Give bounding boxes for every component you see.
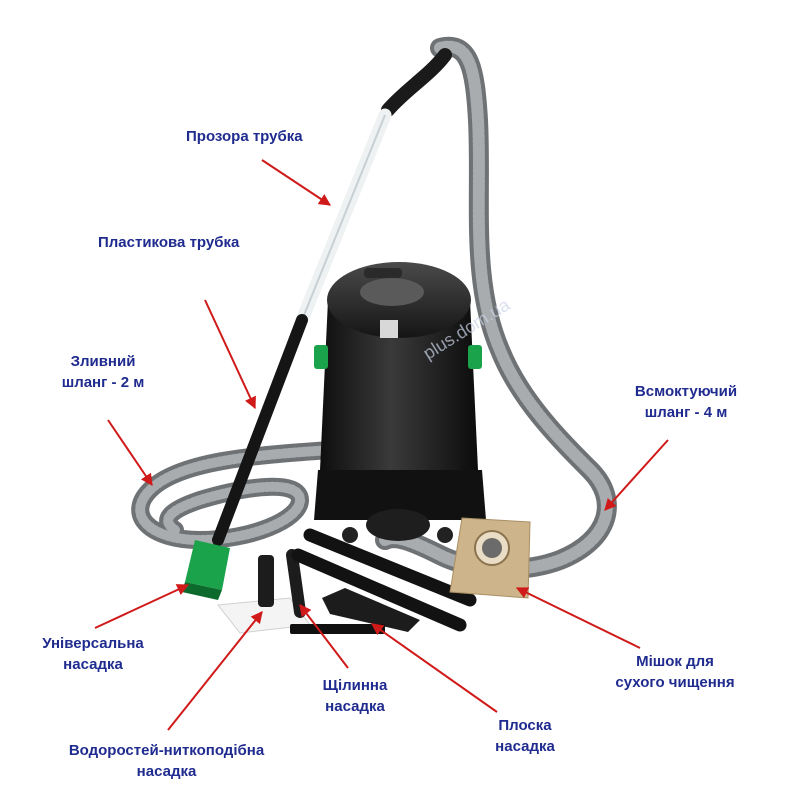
accessory-tubes bbox=[286, 528, 477, 634]
arrow-flat-nozzle bbox=[371, 623, 498, 713]
drain-hose bbox=[131, 441, 339, 550]
universal-nozzle bbox=[182, 540, 230, 600]
arrow-crevice-nozzle bbox=[299, 604, 349, 669]
callout-arrows bbox=[94, 159, 669, 731]
label-algae-nozzle: Водоростей-ниткоподібна насадка bbox=[68, 742, 265, 780]
arrow-transparent-tube bbox=[261, 159, 332, 206]
vacuum-tank bbox=[314, 262, 486, 543]
label-suction-hose: Всмоктуючий шланг - 4 м bbox=[634, 383, 738, 421]
arrow-algae-nozzle bbox=[167, 611, 263, 731]
label-universal-nozzle: Універсальна насадка bbox=[42, 635, 144, 673]
arrow-drain-hose bbox=[107, 419, 153, 486]
arrow-universal-nozzle bbox=[94, 584, 190, 629]
algae-nozzle bbox=[217, 555, 311, 634]
arrow-suction-hose bbox=[604, 439, 669, 511]
arrow-plastic-tube bbox=[204, 299, 256, 410]
label-transparent-tube: Прозора трубка bbox=[186, 128, 303, 145]
arrow-dry-bag bbox=[515, 587, 641, 649]
dry-bag bbox=[449, 517, 531, 599]
label-crevice-nozzle: Щілинна насадка bbox=[322, 677, 388, 715]
label-drain-hose: Зливний шланг - 2 м bbox=[61, 353, 145, 391]
label-plastic-tube: Пластикова трубка bbox=[98, 234, 240, 251]
label-dry-bag: Мішок для сухого чищення bbox=[615, 653, 735, 691]
tube-wand bbox=[212, 48, 452, 546]
label-flat-nozzle: Плоска насадка bbox=[495, 717, 555, 755]
